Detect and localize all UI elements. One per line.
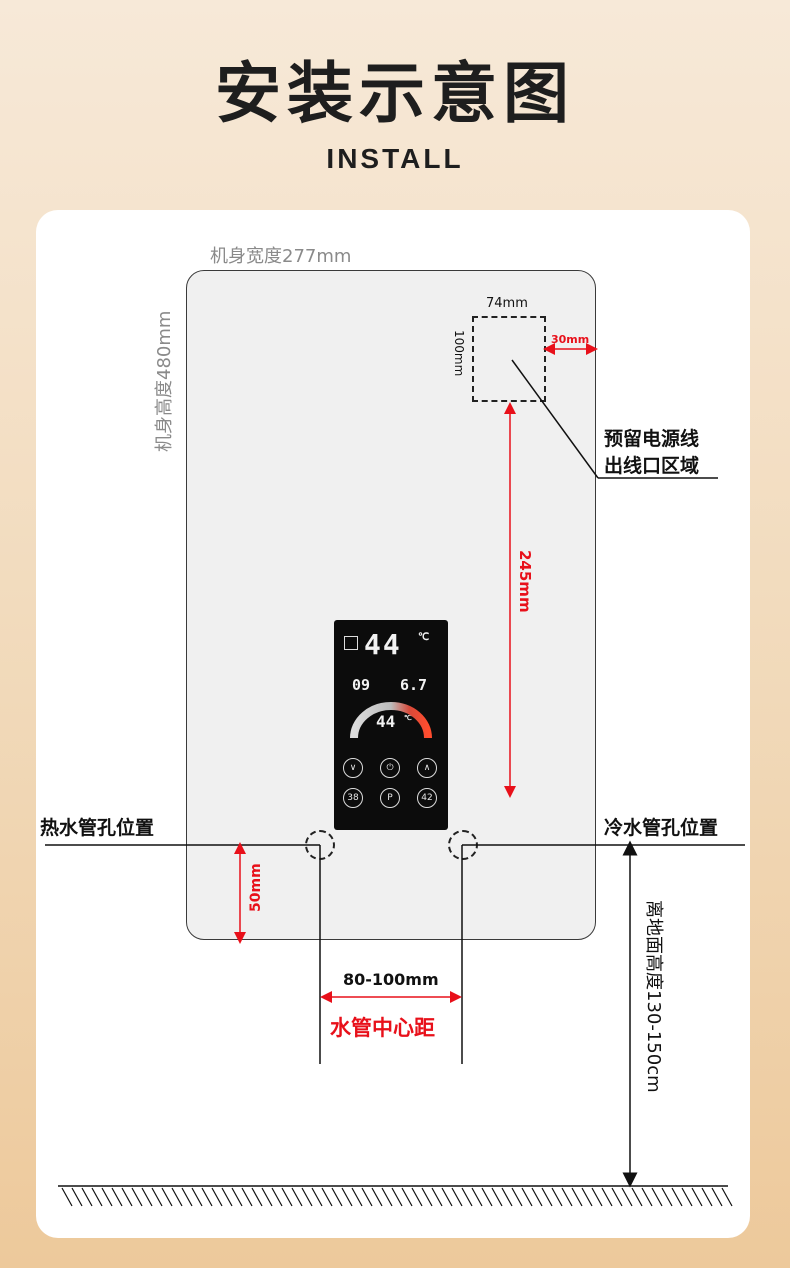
main-temp-unit: ℃ bbox=[418, 632, 430, 643]
left-value-display: 09 bbox=[352, 676, 371, 694]
hatch-stroke bbox=[101, 1187, 113, 1207]
hatch-stroke bbox=[231, 1187, 243, 1207]
hatch-stroke bbox=[531, 1187, 543, 1207]
mode-icon bbox=[344, 636, 358, 650]
hatch-stroke bbox=[241, 1187, 253, 1207]
preset-42-button[interactable]: 42 bbox=[417, 788, 437, 808]
hatch-stroke bbox=[471, 1187, 483, 1207]
power-outlet-callout-line1: 预留电源线 bbox=[604, 428, 700, 450]
hatch-stroke bbox=[381, 1187, 393, 1207]
pipe-center-distance-label: 水管中心距 bbox=[330, 1016, 435, 1040]
hatch-stroke bbox=[221, 1187, 233, 1207]
page-subtitle: INSTALL bbox=[326, 143, 464, 174]
hatch-stroke bbox=[61, 1187, 73, 1207]
page-title: 安装示意图 bbox=[215, 55, 575, 132]
hatch-stroke bbox=[621, 1187, 633, 1207]
hatch-stroke bbox=[691, 1187, 703, 1207]
hatch-stroke bbox=[201, 1187, 213, 1207]
hatch-stroke bbox=[261, 1187, 273, 1207]
hatch-stroke bbox=[541, 1187, 553, 1207]
hatch-stroke bbox=[281, 1187, 293, 1207]
hatch-stroke bbox=[521, 1187, 533, 1207]
hatch-stroke bbox=[371, 1187, 383, 1207]
floor-hatching bbox=[61, 1187, 733, 1207]
hatch-stroke bbox=[721, 1187, 733, 1207]
power-outlet-leader bbox=[511, 359, 599, 479]
hatch-stroke bbox=[341, 1187, 353, 1207]
hatch-stroke bbox=[171, 1187, 183, 1207]
hatch-stroke bbox=[301, 1187, 313, 1207]
hatch-stroke bbox=[501, 1187, 513, 1207]
hatch-stroke bbox=[391, 1187, 403, 1207]
hatch-stroke bbox=[611, 1187, 623, 1207]
power-button[interactable]: ⏻ bbox=[380, 758, 400, 778]
preset-38-button[interactable]: 38 bbox=[343, 788, 363, 808]
hatch-stroke bbox=[651, 1187, 663, 1207]
hatch-stroke bbox=[711, 1187, 723, 1207]
temp-down-button[interactable]: ∨ bbox=[343, 758, 363, 778]
hatch-stroke bbox=[161, 1187, 173, 1207]
hatch-stroke bbox=[461, 1187, 473, 1207]
gauge-temp-unit: ℃ bbox=[404, 714, 412, 722]
hatch-stroke bbox=[111, 1187, 123, 1207]
box-width-label: 74mm bbox=[486, 296, 528, 311]
hatch-stroke bbox=[71, 1187, 83, 1207]
hatch-stroke bbox=[631, 1187, 643, 1207]
hatch-stroke bbox=[351, 1187, 363, 1207]
cold-pipe-label: 冷水管孔位置 bbox=[604, 817, 719, 839]
hatch-stroke bbox=[411, 1187, 423, 1207]
hatch-stroke bbox=[211, 1187, 223, 1207]
hatch-stroke bbox=[681, 1187, 693, 1207]
hatch-stroke bbox=[331, 1187, 343, 1207]
hatch-stroke bbox=[441, 1187, 453, 1207]
hatch-stroke bbox=[81, 1187, 93, 1207]
hatch-stroke bbox=[401, 1187, 413, 1207]
hatch-stroke bbox=[151, 1187, 163, 1207]
hatch-stroke bbox=[641, 1187, 653, 1207]
gauge-temp-display: 44 bbox=[376, 712, 396, 731]
main-temp-display: 44 bbox=[364, 628, 402, 661]
hot-pipe-label: 热水管孔位置 bbox=[40, 817, 155, 839]
hatch-stroke bbox=[191, 1187, 203, 1207]
hatch-stroke bbox=[311, 1187, 323, 1207]
hatch-stroke bbox=[271, 1187, 283, 1207]
hatch-stroke bbox=[481, 1187, 493, 1207]
hatch-stroke bbox=[421, 1187, 433, 1207]
hatch-stroke bbox=[291, 1187, 303, 1207]
power-outlet-callout-line2: 出线口区域 bbox=[604, 455, 700, 477]
hatch-stroke bbox=[121, 1187, 133, 1207]
hatch-stroke bbox=[321, 1187, 333, 1207]
hatch-stroke bbox=[561, 1187, 573, 1207]
hatch-stroke bbox=[361, 1187, 373, 1207]
hatch-stroke bbox=[701, 1187, 713, 1207]
hatch-stroke bbox=[581, 1187, 593, 1207]
hatch-stroke bbox=[661, 1187, 673, 1207]
temperature-gauge-arc bbox=[350, 702, 432, 739]
box-edge-offset-label: 30mm bbox=[551, 333, 590, 346]
hatch-stroke bbox=[141, 1187, 153, 1207]
hatch-stroke bbox=[491, 1187, 503, 1207]
program-button[interactable]: P bbox=[380, 788, 400, 808]
hatch-stroke bbox=[251, 1187, 263, 1207]
pipe-spacing-label: 80-100mm bbox=[343, 970, 439, 989]
hatch-stroke bbox=[431, 1187, 443, 1207]
temp-up-button[interactable]: ∧ bbox=[417, 758, 437, 778]
hatch-stroke bbox=[591, 1187, 603, 1207]
power-outlet-box bbox=[472, 316, 546, 402]
right-value-display: 6.7 bbox=[400, 676, 428, 694]
hatch-stroke bbox=[451, 1187, 463, 1207]
hatch-stroke bbox=[671, 1187, 683, 1207]
hatch-stroke bbox=[131, 1187, 143, 1207]
hatch-stroke bbox=[551, 1187, 563, 1207]
hatch-stroke bbox=[511, 1187, 523, 1207]
hatch-stroke bbox=[571, 1187, 583, 1207]
hatch-stroke bbox=[601, 1187, 613, 1207]
hatch-stroke bbox=[181, 1187, 193, 1207]
hatch-stroke bbox=[91, 1187, 103, 1207]
width-label: 机身宽度277mm bbox=[210, 246, 352, 267]
control-panel: 44 ℃ 09 6.7 44 ℃ ∨ ⏻ ∧ 38 P 42 bbox=[334, 620, 448, 830]
